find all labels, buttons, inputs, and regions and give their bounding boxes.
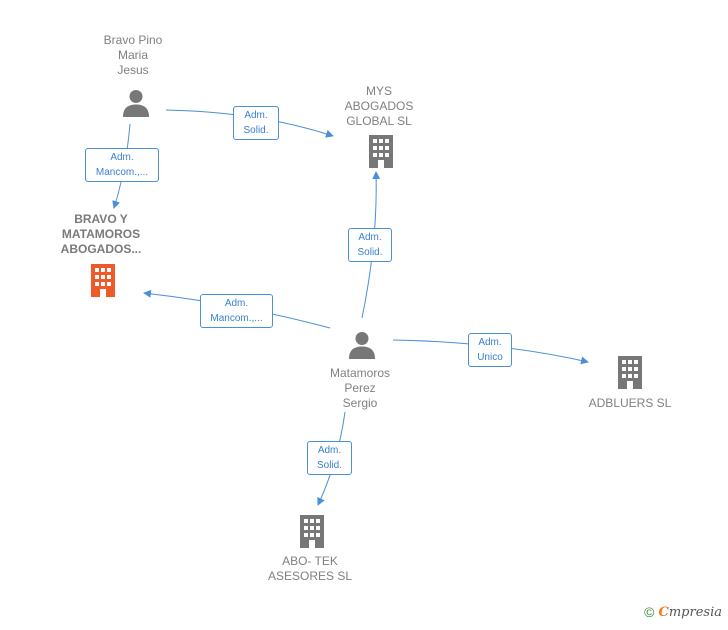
footer-watermark: © Cmpresia (644, 604, 722, 620)
node-label-mys: MYS ABOGADOS GLOBAL SL (344, 84, 414, 128)
edge-label-bravo-to-mys[interactable]: Adm. Solid. (233, 106, 279, 140)
copyright-symbol: © (644, 604, 655, 620)
node-label-adbluers: ADBLUERS SL (588, 396, 672, 410)
brand-logo: Cmpresia (658, 604, 723, 620)
edge-label-mat-to-mys[interactable]: Adm. Solid. (348, 228, 392, 262)
edge-label-mat-to-bym[interactable]: Adm. Mancom.,... (200, 294, 273, 328)
edge-label-mat-to-adbluers[interactable]: Adm. Unico (468, 333, 512, 367)
building-icon[interactable] (297, 515, 327, 548)
node-label-abotek: ABO- TEK ASESORES SL (267, 554, 353, 583)
person-icon[interactable] (347, 330, 377, 360)
building-icon[interactable] (615, 356, 645, 389)
edge-label-mat-to-abotek[interactable]: Adm. Solid. (307, 441, 352, 475)
building-icon[interactable] (366, 135, 396, 168)
node-label-matamoros: Matamoros Perez Sergio (329, 366, 391, 410)
node-label-bravo-pino: Bravo Pino Maria Jesus (103, 33, 163, 77)
node-label-bravo-matamoros: BRAVO Y MATAMOROS ABOGADOS... (60, 212, 142, 256)
building-icon[interactable] (88, 264, 118, 297)
edge-label-bravo-to-bym[interactable]: Adm. Mancom.,... (85, 148, 159, 182)
person-icon[interactable] (121, 88, 151, 118)
